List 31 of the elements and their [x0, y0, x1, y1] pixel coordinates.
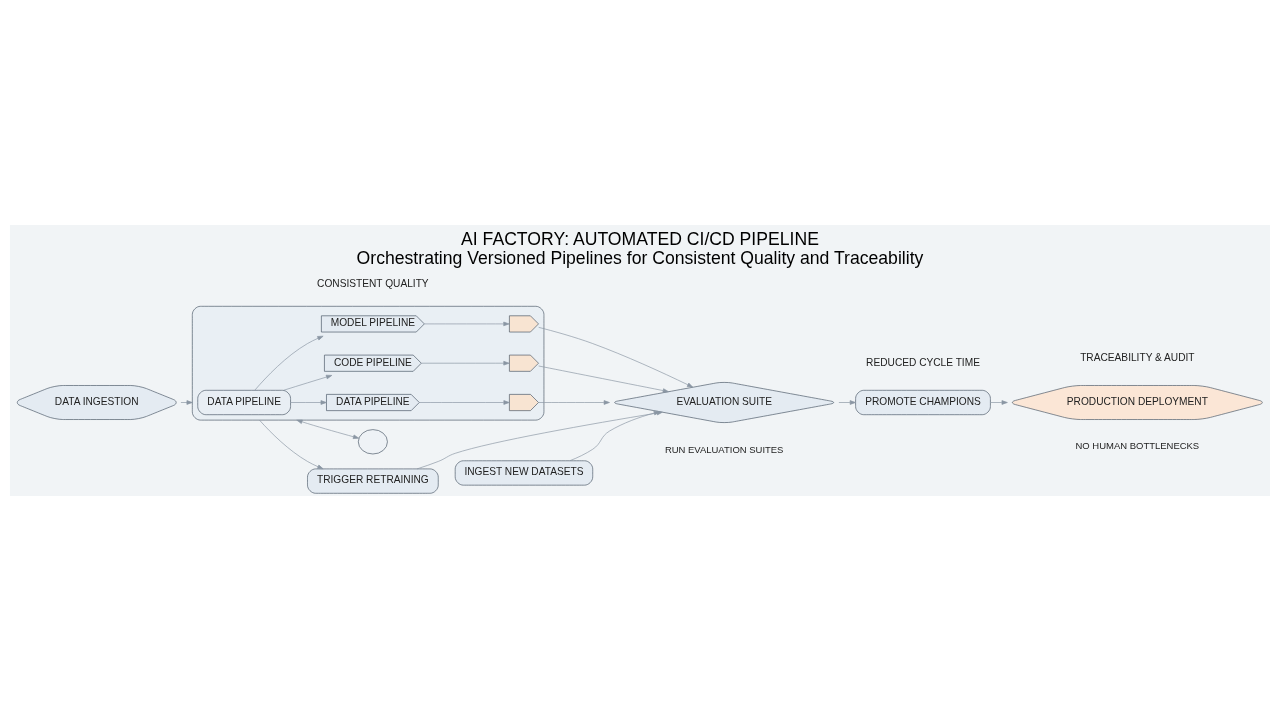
node-ellipse: PRODUCTION DEPLOYMENT	[1012, 384, 1263, 420]
arrow	[418, 399, 510, 405]
diagram-title: AI FACTORY: AUTOMATED CI/CD PIPELINE	[461, 228, 819, 249]
node-box: TRIGGER RETRAINING	[307, 468, 439, 494]
node-box: DATA PIPELINE	[197, 389, 291, 415]
node-label: RUN EVALUATION SUITES	[664, 443, 784, 455]
arrow	[296, 419, 360, 439]
node-ellipse: DATA INGESTION	[16, 384, 177, 420]
arrow	[990, 399, 1008, 405]
arrow	[538, 399, 610, 405]
arrow	[290, 399, 327, 405]
node-label: NO HUMAN BOTTLENECKS	[1075, 439, 1200, 451]
arrow	[538, 326, 694, 388]
node-box: PROMOTE CHAMPIONS	[855, 389, 991, 415]
node-cloud	[357, 428, 388, 454]
cluster	[192, 305, 545, 420]
arrow	[538, 365, 669, 393]
node-box: INGEST NEW DATASETS	[454, 459, 594, 485]
label: CONSISTENT QUALITY	[317, 277, 429, 289]
node-chevron	[509, 393, 539, 411]
arrow	[421, 360, 510, 365]
caption: Orchestrating Versioned Pipelines for Consistent Quality and Traceability	[356, 247, 924, 268]
node-chevron	[509, 314, 539, 332]
node-chevron	[509, 354, 539, 372]
label: TRACEABILITY & AUDIT	[1080, 351, 1195, 363]
arrow	[254, 335, 324, 390]
label: REDUCED CYCLE TIME	[866, 356, 980, 368]
arrow	[838, 399, 856, 405]
arrow	[283, 374, 333, 391]
arrow	[259, 419, 324, 469]
arrow	[424, 321, 510, 326]
